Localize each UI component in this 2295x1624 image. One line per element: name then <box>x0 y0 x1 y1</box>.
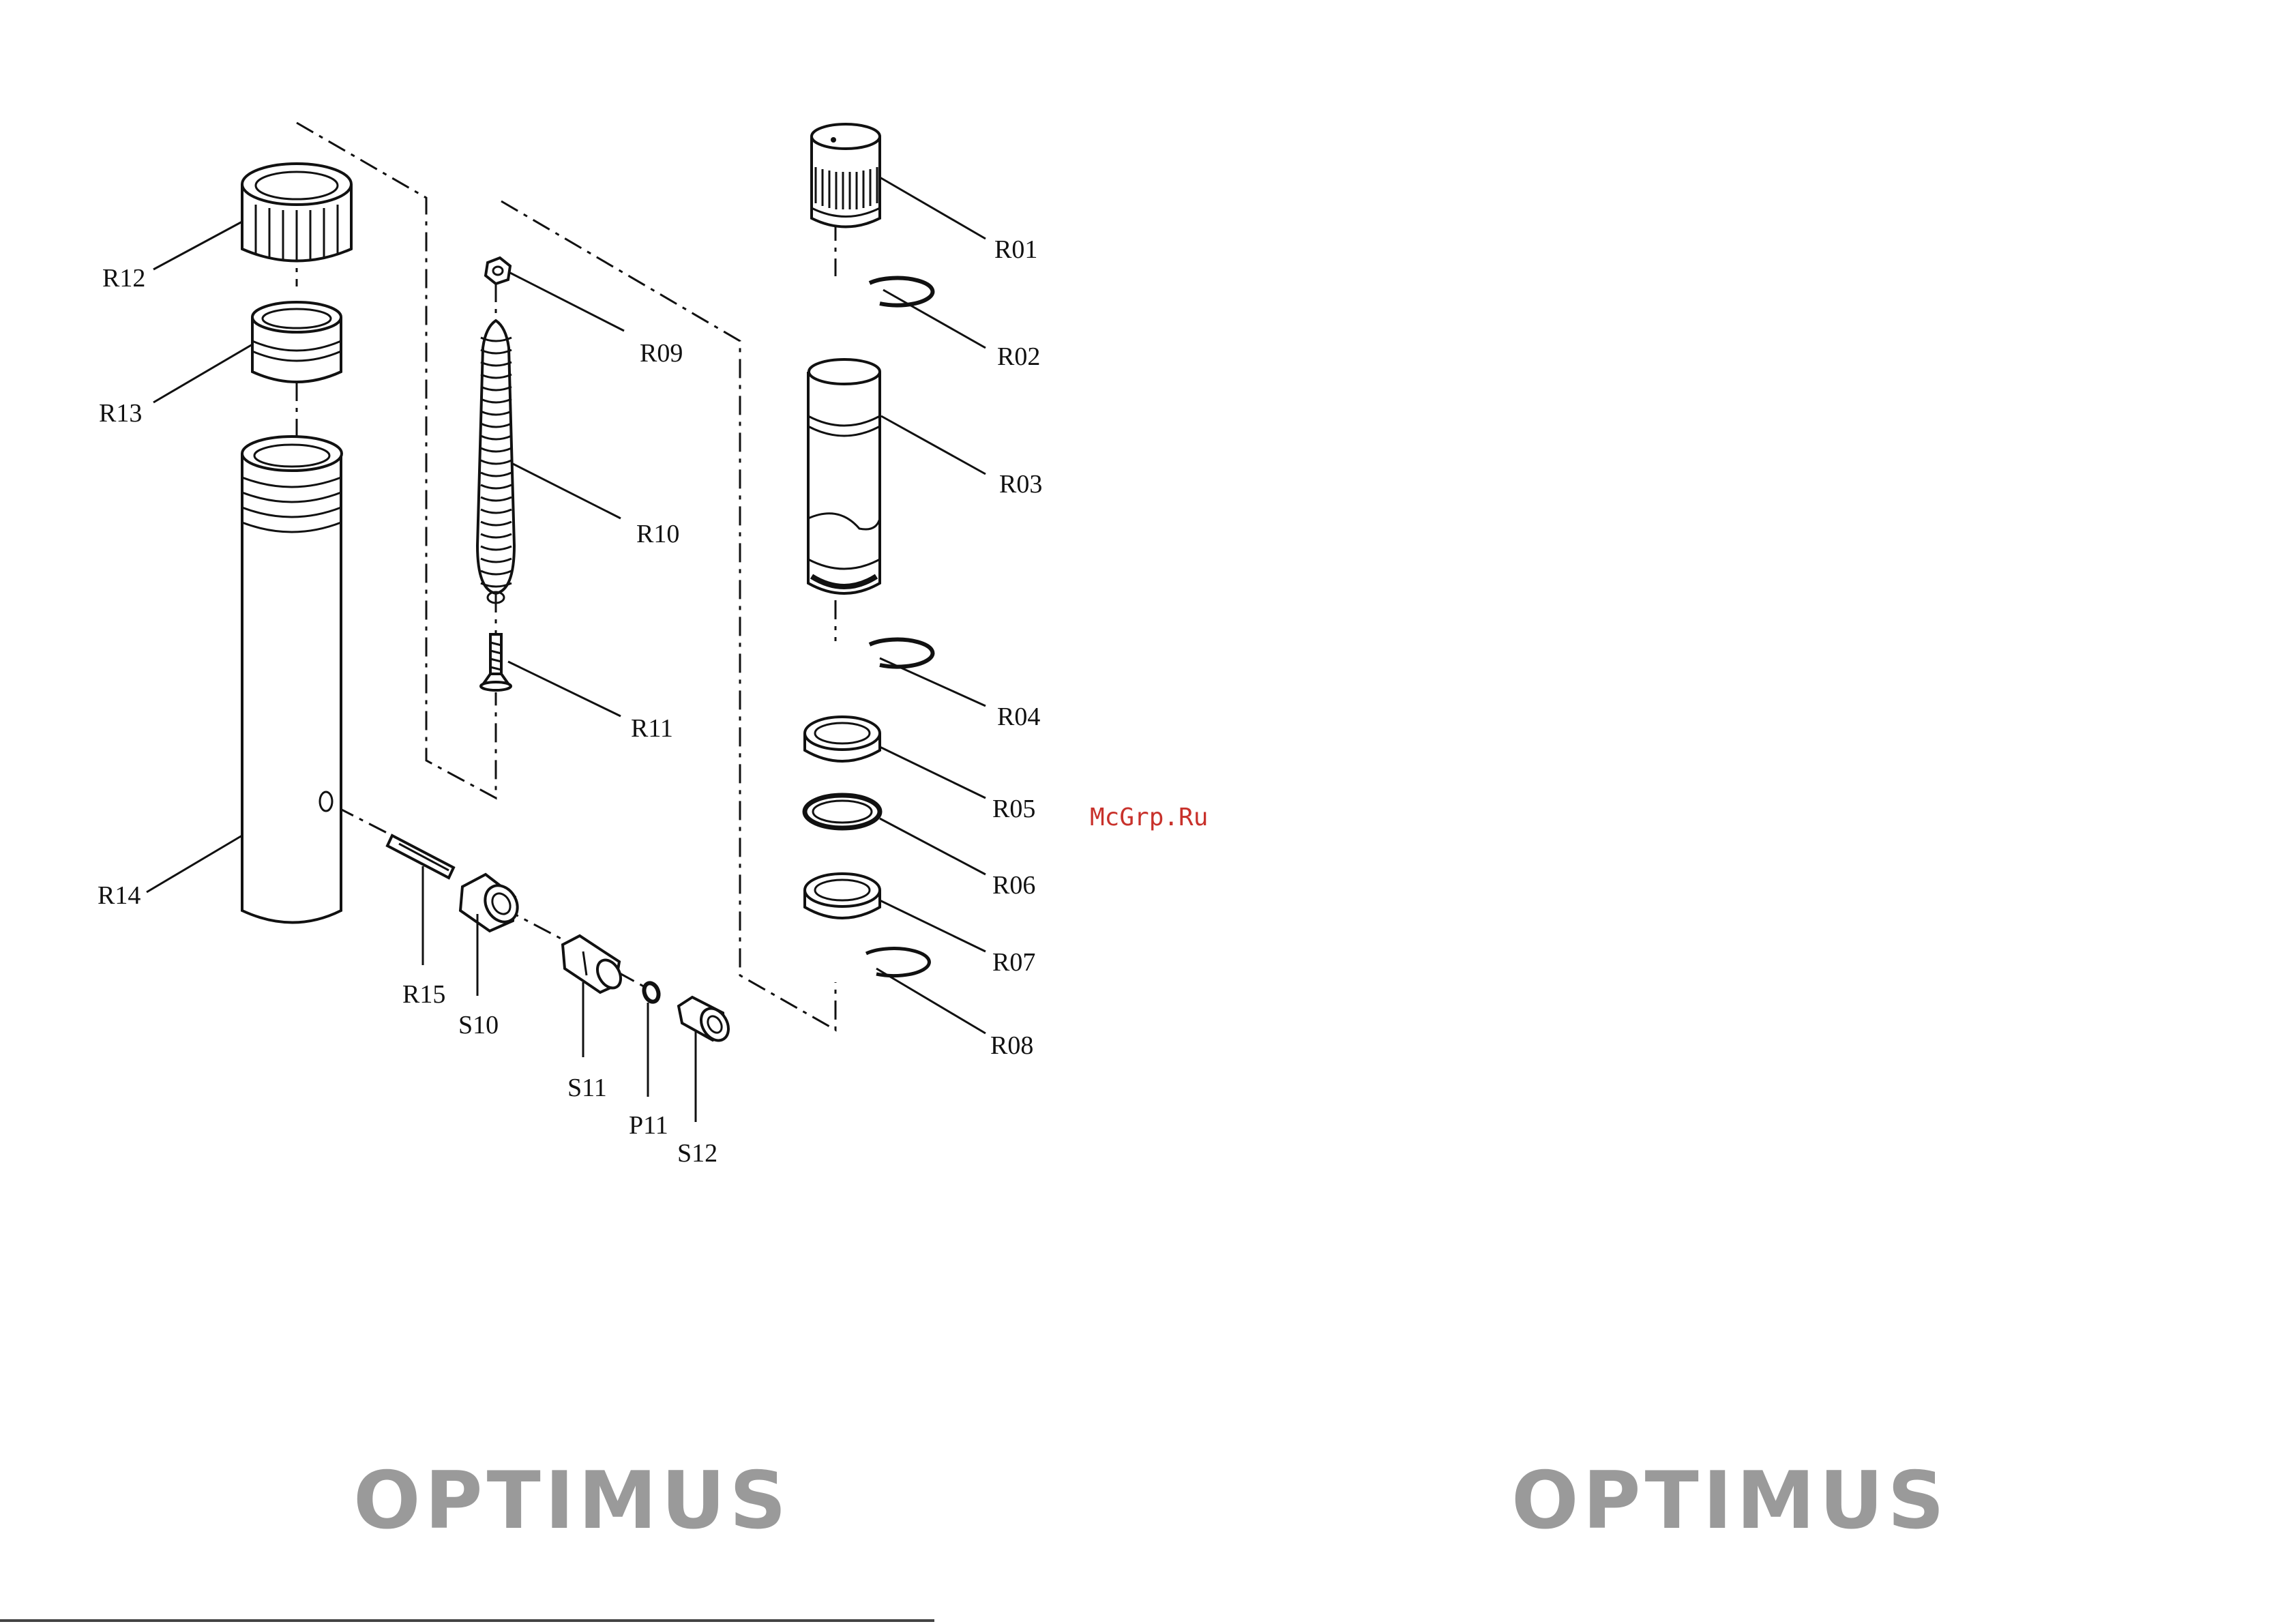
part-p11-o-ring <box>642 981 661 1003</box>
part-r03-sleeve <box>808 359 880 593</box>
label-r04: R04 <box>997 703 1040 731</box>
label-r02: R02 <box>997 342 1040 371</box>
label-s10: S10 <box>458 1011 499 1039</box>
label-r11: R11 <box>631 714 673 743</box>
label-r15: R15 <box>402 980 445 1009</box>
part-r15-pin <box>387 836 454 878</box>
part-r11-screw <box>481 634 511 690</box>
part-r12-cap <box>242 164 351 261</box>
label-s11: S11 <box>567 1074 607 1102</box>
part-r09-nut <box>486 258 510 284</box>
part-r01-knob <box>812 124 880 227</box>
label-r06: R06 <box>992 871 1035 900</box>
part-r14-tube <box>242 437 342 923</box>
part-r10-spring <box>477 321 514 603</box>
part-labels: R12 R13 R14 R09 R10 R11 R01 R02 R03 R04 … <box>98 235 1042 1168</box>
label-r13: R13 <box>99 399 142 428</box>
part-r04-snap-ring <box>870 640 932 667</box>
part-s12-cap <box>679 997 734 1046</box>
label-r03: R03 <box>999 470 1042 499</box>
optimus-logo-left: OPTIMUS <box>353 1455 790 1547</box>
label-r07: R07 <box>992 948 1035 977</box>
label-r05: R05 <box>992 795 1035 823</box>
part-r07-washer <box>805 874 880 918</box>
part-r05-washer <box>805 717 880 761</box>
part-r08-snap-ring <box>866 949 929 976</box>
optimus-logo-right: OPTIMUS <box>1511 1455 1949 1547</box>
assembly-lines <box>297 123 835 1030</box>
label-r09: R09 <box>640 339 683 368</box>
part-s10-nut <box>460 874 524 931</box>
label-r10: R10 <box>636 520 679 548</box>
part-r06-o-ring <box>805 795 880 828</box>
part-r13-ring <box>252 302 341 382</box>
label-r12: R12 <box>102 264 145 293</box>
label-r14: R14 <box>98 881 140 910</box>
part-s11-nozzle <box>563 936 625 992</box>
label-p11: P11 <box>629 1111 668 1140</box>
label-r08: R08 <box>990 1031 1033 1060</box>
label-s12: S12 <box>677 1139 717 1168</box>
watermark-text: McGrp.Ru <box>1090 803 1208 831</box>
label-r01: R01 <box>994 235 1037 264</box>
